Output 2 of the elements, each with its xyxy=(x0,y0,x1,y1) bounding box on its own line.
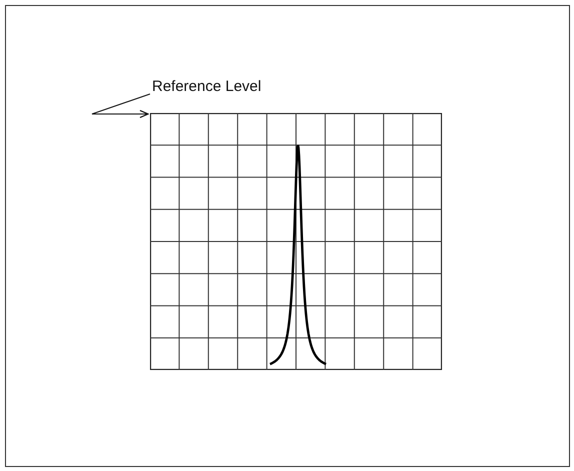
reference-label: Reference Level xyxy=(152,78,262,95)
leader-line xyxy=(92,94,150,118)
